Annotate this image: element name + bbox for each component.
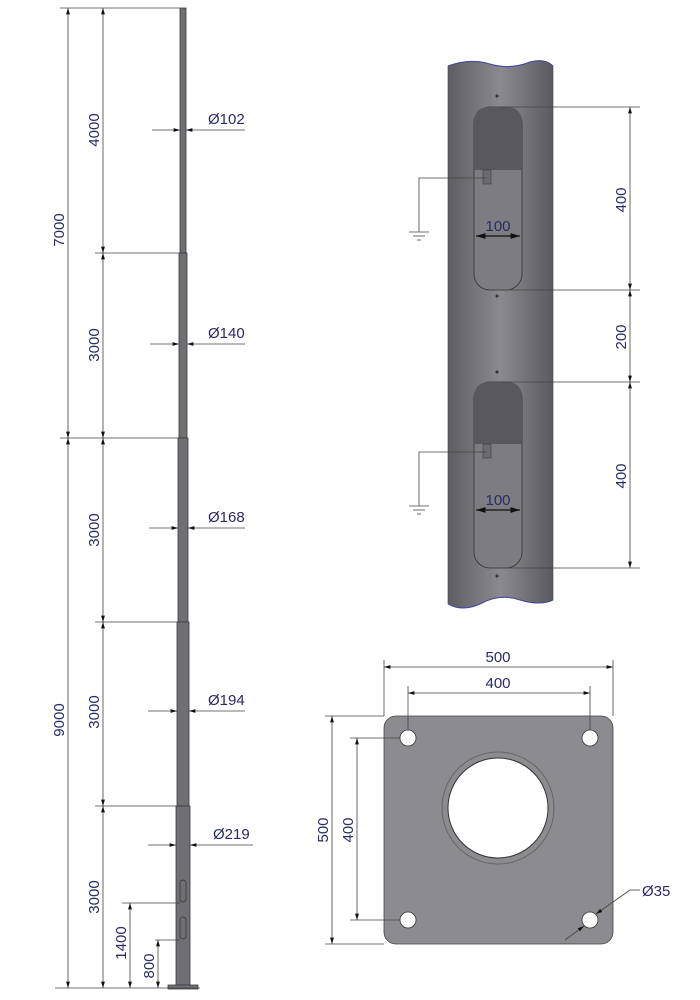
door-detail: 400 200 400 100 100: [409, 60, 640, 609]
door-opening-upper: [473, 106, 523, 291]
dim-9000: 9000: [51, 703, 68, 736]
diameter-219: Ø219: [213, 826, 250, 843]
dim-hole-spacing-y: 400: [340, 817, 357, 842]
diameter-140: Ø140: [208, 325, 245, 342]
dim-segment-4: 3000: [86, 695, 103, 728]
dim-gap: 200: [613, 324, 630, 349]
door-opening-lower: [473, 381, 523, 569]
door-opening: [179, 916, 187, 940]
diameter-194: Ø194: [208, 692, 245, 709]
diameter-168: Ø168: [208, 509, 245, 526]
pole-elevation: [167, 7, 199, 990]
dim-door-1400: 1400: [113, 926, 130, 959]
dim-plate-height: 500: [315, 817, 332, 842]
base-plate: 500 400 500 400 Ø35: [315, 649, 670, 945]
door-opening: [179, 879, 187, 903]
dim-width-lower: 100: [485, 492, 510, 509]
ground-symbol-lower: [409, 451, 487, 515]
diameter-102: Ø102: [208, 111, 245, 128]
dim-segment-5: 3000: [86, 880, 103, 913]
ground-symbol-upper: [409, 177, 487, 241]
dim-segment-1: 4000: [86, 113, 103, 146]
dim-hole-diameter: Ø35: [642, 883, 670, 900]
dim-hole-spacing-x: 400: [485, 675, 510, 692]
dim-7000: 7000: [51, 213, 68, 246]
dim-door-800: 800: [141, 953, 158, 978]
dim-segment-3: 3000: [86, 513, 103, 546]
dim-plate-width: 500: [485, 649, 510, 666]
dim-segment-2: 3000: [86, 328, 103, 361]
dim-opening-upper: 400: [613, 187, 630, 212]
dim-opening-lower: 400: [613, 463, 630, 488]
dim-width-upper: 100: [485, 218, 510, 235]
diameter-callouts: Ø102 Ø140 Ø168 Ø194 Ø219: [148, 111, 253, 847]
